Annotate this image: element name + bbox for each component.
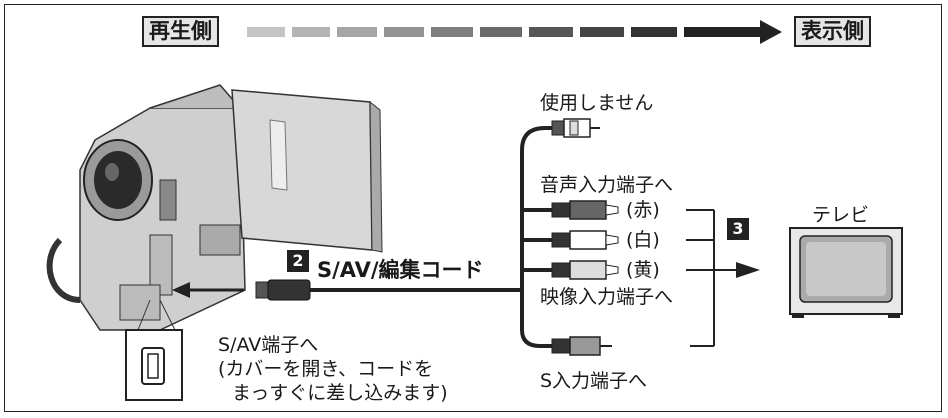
cover-instruction-line2: まっすぐに差し込みます) xyxy=(232,382,448,404)
rca-plug-yellow xyxy=(551,260,619,280)
s-video-plug xyxy=(551,336,612,356)
audio-input-label: 音声入力端子へ xyxy=(540,174,674,196)
step-3-badge: 3 xyxy=(727,218,749,240)
diagram-frame xyxy=(4,4,942,412)
rca-plug-white xyxy=(551,230,619,250)
tv-illustration xyxy=(789,227,903,318)
target-side-label: 表示側 xyxy=(794,16,871,47)
step-2-badge: 2 xyxy=(287,250,309,272)
video-input-label: 映像入力端子へ xyxy=(540,286,674,308)
red-plug-label: (赤) xyxy=(626,199,660,221)
direction-arrow xyxy=(247,20,782,44)
cable-title: S/AV/編集コード xyxy=(317,258,484,282)
cover-instruction-line1: (カバーを開き、コードを xyxy=(218,358,434,380)
white-plug-label: (白) xyxy=(626,229,660,251)
camcorder-illustration xyxy=(46,84,383,331)
unused-plug xyxy=(551,118,600,138)
unused-label: 使用しません xyxy=(540,92,654,114)
sav-jack-callout xyxy=(125,299,183,401)
sav-jack-label: S/AV端子へ xyxy=(218,334,319,356)
rca-plug-red xyxy=(551,200,619,220)
yellow-plug-label: (黄) xyxy=(626,259,660,281)
s-input-label: S入力端子へ xyxy=(540,370,648,392)
tv-connection-bracket xyxy=(686,209,760,347)
tv-label: テレビ xyxy=(812,204,870,226)
camera-plug xyxy=(172,279,522,301)
branch-cable xyxy=(520,126,552,348)
source-side-label: 再生側 xyxy=(142,16,219,47)
